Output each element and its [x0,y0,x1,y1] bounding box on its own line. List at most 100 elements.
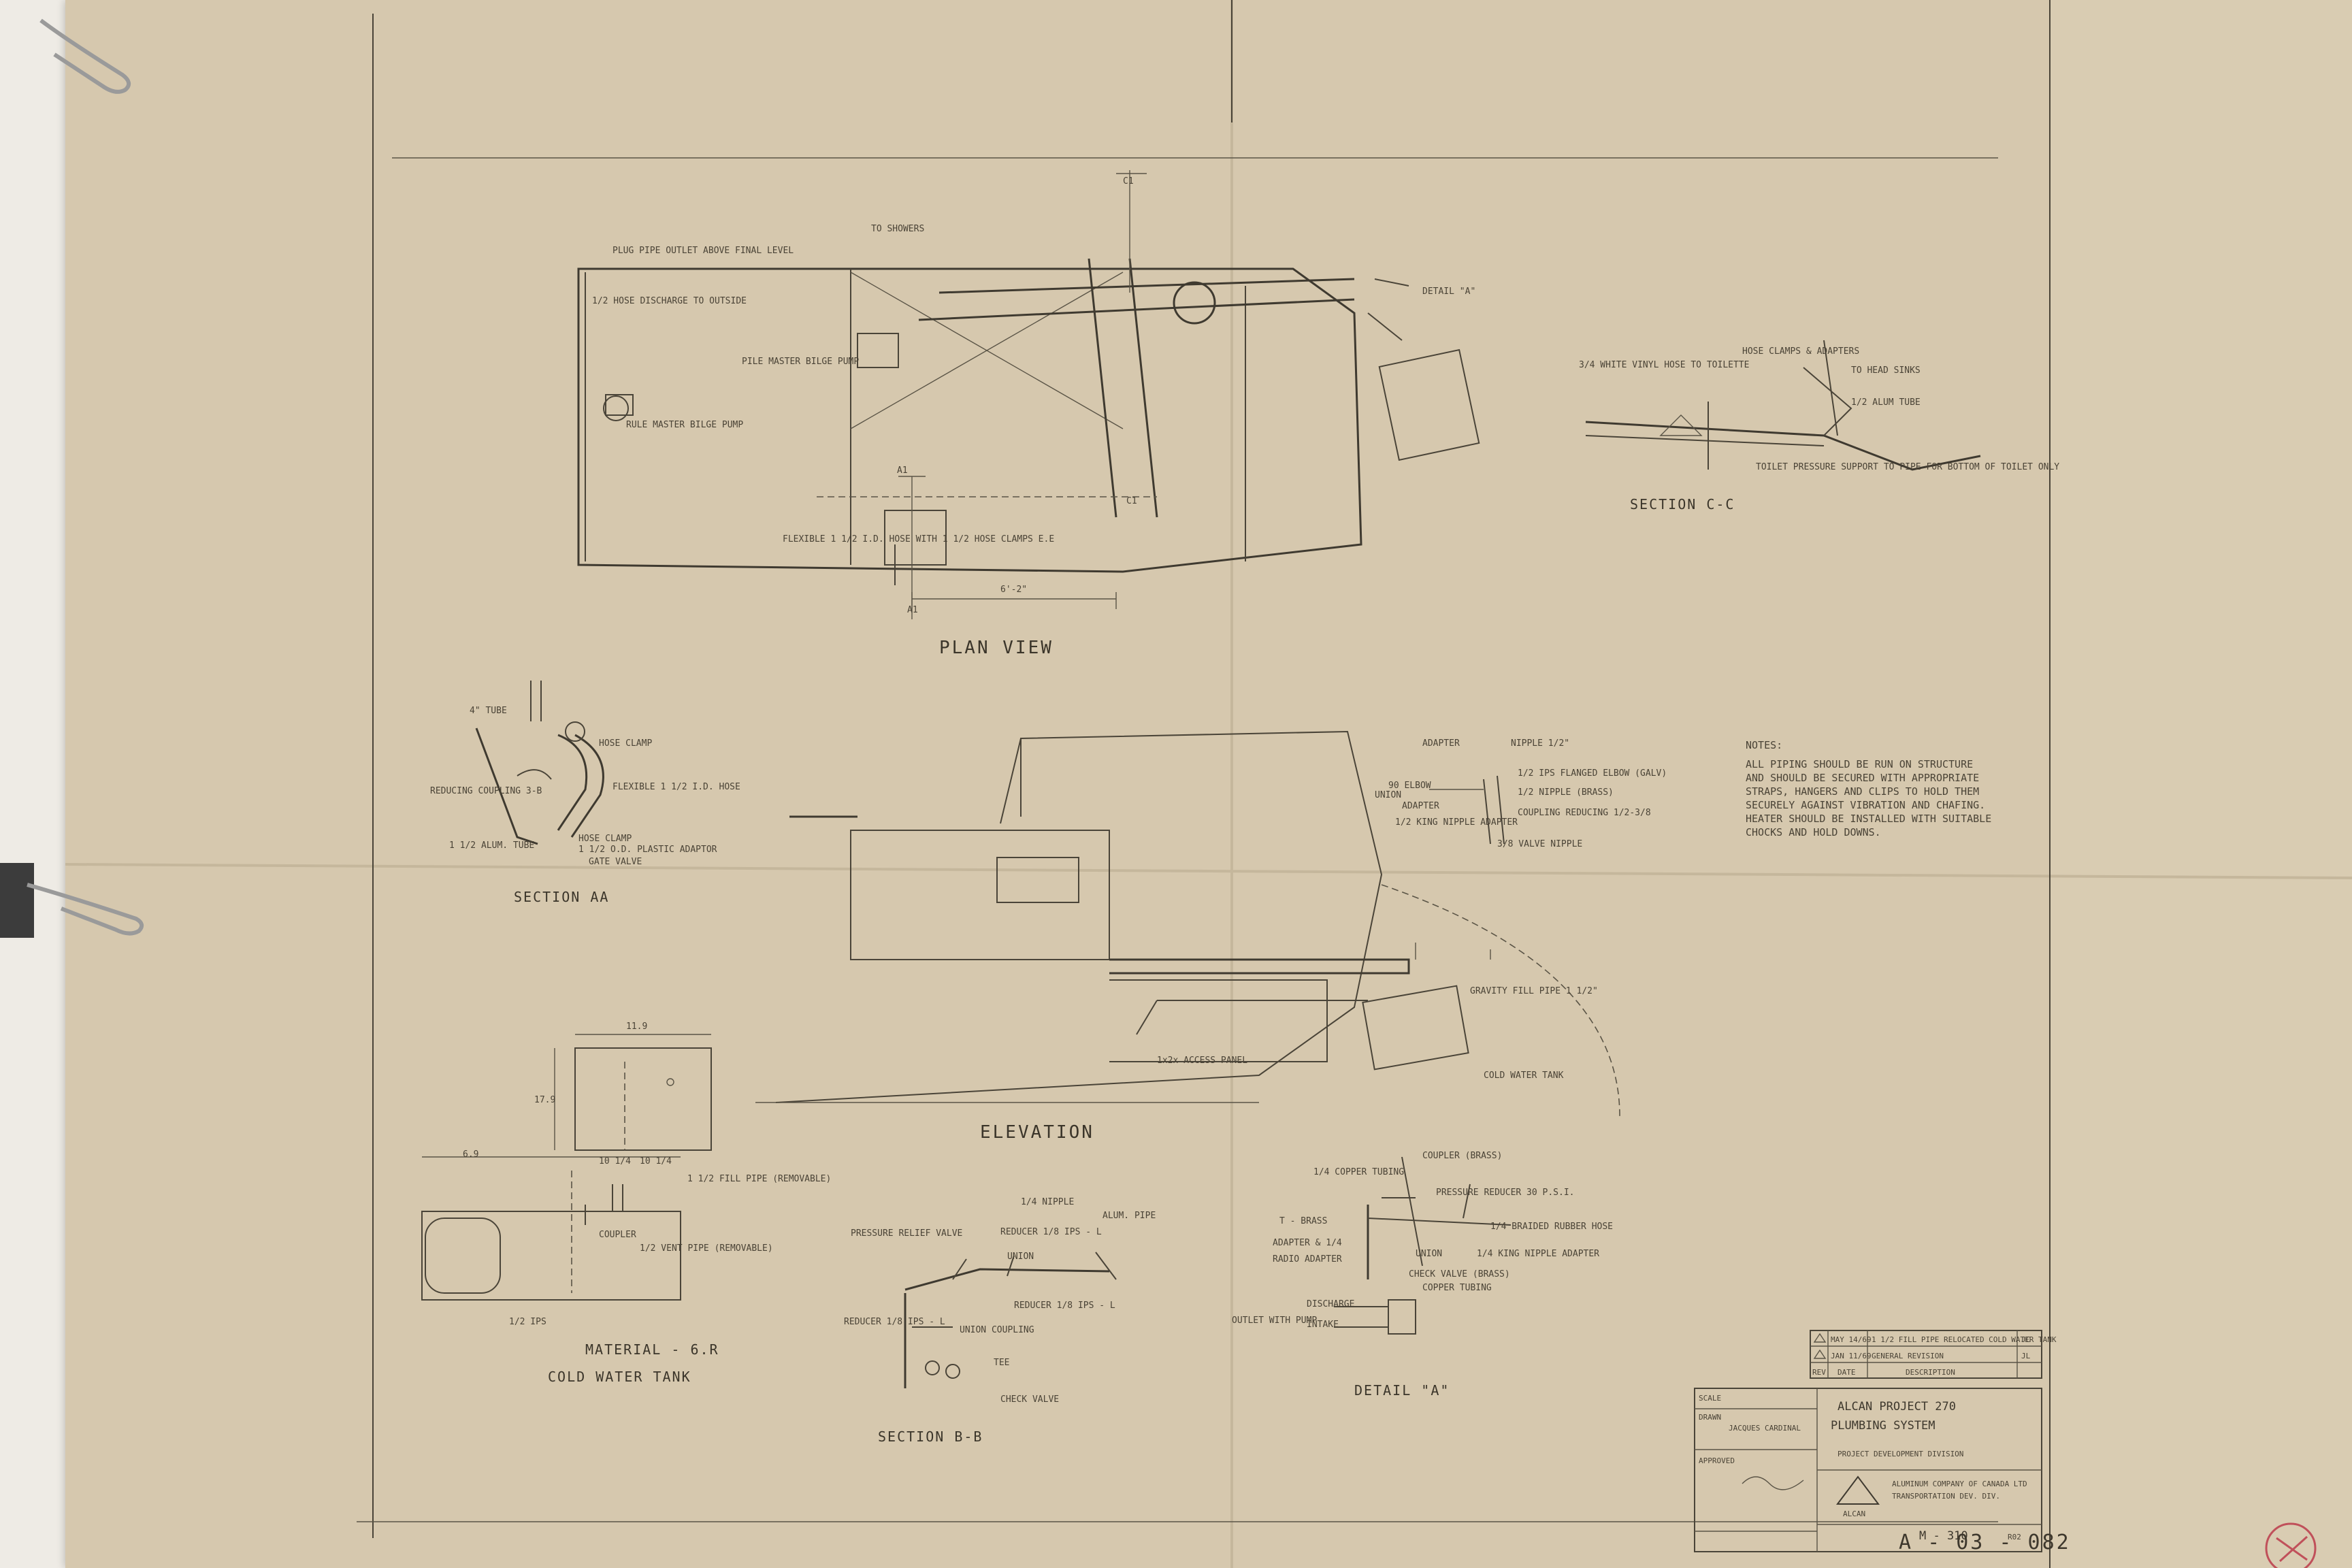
detail-label-king: 1/4 KING NIPPLE ADAPTER [1477,1249,1599,1259]
tank-dim-c: 6.9 [463,1149,478,1160]
tb-sheet-rev: R02 [2008,1533,2021,1541]
tb-drawn-label: DRAWN [1699,1413,1721,1422]
tb-company: ALUMINUM COMPANY OF CANADA LTD [1892,1480,2027,1488]
elev-label-adapter: ADAPTER [1422,738,1460,749]
note-line: HEATER SHOULD BE INSTALLED WITH SUITABLE [1746,813,1991,825]
bb-label-check: CHECK VALVE [1000,1394,1059,1405]
tb-division: PROJECT DEVELOPMENT DIVISION [1838,1450,1963,1458]
elevation-title: ELEVATION [980,1122,1094,1143]
elev-label-nipple-brass: 1/2 NIPPLE (BRASS) [1518,787,1614,798]
elev-label-elbow: 90 ELBOW [1388,781,1431,791]
tank-label-ips: 1/2 IPS [509,1317,546,1327]
plan-view-title: PLAN VIEW [939,638,1054,658]
paper-clip-top-icon [39,18,131,94]
rev-desc: GENERAL REVISION [1872,1352,1944,1360]
detail-label-discharge: DISCHARGE [1307,1299,1354,1309]
alcan-logo-icon: ALCAN [1836,1475,1880,1518]
plan-view: A1 A1 C1 C1 6'-2" TO SHOWERS PLUG PIPE O… [577,170,1480,658]
bb-label-nipple: 1/4 NIPPLE [1021,1197,1074,1207]
bb-label-relief: PRESSURE RELIEF VALVE [851,1228,962,1239]
plan-label-hose-discharge: 1/2 HOSE DISCHARGE TO OUTSIDE [592,296,747,306]
note-line: CHOCKS AND HOLD DOWNS. [1746,826,1881,838]
cc-label-hose: 3/4 WHITE VINYL HOSE TO TOILETTE [1579,360,1749,370]
tank-material: MATERIAL - 6.R [585,1341,719,1358]
folded-sheet-panel [2050,0,2352,1568]
rev-header-rev: REV [1812,1368,1826,1377]
rev-header-date: DATE [1838,1368,1856,1377]
aa-label-hose-clamp-2: HOSE CLAMP [578,834,632,844]
detail-label-union: UNION [1416,1249,1442,1259]
detail-label-check: CHECK VALVE (BRASS) [1409,1269,1510,1279]
plan-label-showers: TO SHOWERS [871,224,924,234]
section-aa: 4" TUBE HOSE CLAMP FLEXIBLE 1 1/2 I.D. H… [430,681,740,905]
elev-label-gravity: GRAVITY FILL PIPE 1 1/2" [1470,986,1598,996]
desk-surface-left [0,0,65,1568]
detail-label-coupler: COUPLER (BRASS) [1422,1151,1502,1161]
aa-label-tube-top: 4" TUBE [470,706,507,716]
tb-scale-label: SCALE [1699,1394,1721,1403]
section-bb: PRESSURE RELIEF VALVE REDUCER 1/8 IPS - … [844,1197,1156,1445]
bb-label-union: UNION [1007,1252,1034,1262]
detail-a-title: DETAIL "A" [1354,1382,1450,1399]
section-cc: 3/4 WHITE VINYL HOSE TO TOILETTE HOSE CL… [1579,340,2059,512]
bb-label-reducer-3: REDUCER 1/8 IPS - L [844,1317,945,1327]
rev-by: JL [2021,1352,2031,1360]
detail-label-copper: 1/4 COPPER TUBING [1313,1167,1404,1177]
section-aa-title: SECTION AA [514,889,609,905]
tank-label-fill-pipe: 1 1/2 FILL PIPE (REMOVABLE) [687,1174,831,1184]
aa-label-reducing: REDUCING COUPLING 3-B [430,786,542,796]
detail-label-copper-2: COPPER TUBING [1422,1283,1492,1293]
elev-label-cold-water: COLD WATER TANK [1484,1071,1564,1081]
rev-date: MAY 14/69 [1831,1335,1872,1344]
tank-title: COLD WATER TANK [548,1369,691,1385]
plan-c1-top: C1 [1123,176,1134,186]
plan-label-bilge-pump-1: PILE MASTER BILGE PUMP [742,357,859,367]
tank-dim-top: 11.9 [626,1022,647,1032]
clip-shadow [0,863,34,938]
note-line: ALL PIPING SHOULD BE RUN ON STRUCTURE [1746,758,1973,770]
tb-company-sub: TRANSPORTATION DEV. DIV. [1892,1492,2000,1501]
bb-label-alum: ALUM. PIPE [1102,1211,1156,1221]
paper-clip-bottom-icon [27,883,144,936]
elevation: ADAPTER NIPPLE 1/2" UNION 90 ELBOW ADAPT… [755,730,1667,1143]
bb-label-tee: TEE [994,1358,1009,1368]
rev-date: JAN 11/69 [1831,1352,1872,1360]
bb-label-reducer: REDUCER 1/8 IPS - L [1000,1227,1102,1237]
cc-label-head-sink: TO HEAD SINKS [1851,365,1921,376]
plan-label-detail-ref: DETAIL "A" [1422,287,1475,297]
elev-label-hose-nipple: 1/2 KING NIPPLE ADAPTER [1395,817,1518,828]
tank-dim-left: 17.9 [534,1095,555,1105]
notes-heading: NOTES: [1746,739,1782,751]
detail-label-radio: RADIO ADAPTER [1273,1254,1342,1264]
logo-text: ALCAN [1843,1509,1865,1518]
plan-a1-bottom: A1 [907,605,918,615]
plan-dimension: 6'-2" [1000,585,1027,595]
bb-label-coupling: UNION COUPLING [960,1325,1034,1335]
red-stamp-mark [2265,1522,2317,1568]
cc-label-tube: 1/2 ALUM TUBE [1851,397,1921,408]
rev-desc: 1 1/2 FILL PIPE RELOCATED COLD WATER TAN… [1872,1335,2057,1344]
detail-label-outlet: OUTLET WITH PUMP [1232,1316,1317,1326]
plan-label-flexible-hose: FLEXIBLE 1 1/2 I.D. HOSE WITH 1 1/2 HOSE… [783,534,1054,544]
tb-drawing-number: M - 310 [1919,1529,1968,1543]
detail-a: COUPLER (BRASS) 1/4 COPPER TUBING PRESSU… [1232,1151,1613,1399]
detail-label-reducer: PRESSURE REDUCER 30 P.S.I. [1436,1188,1575,1198]
plan-label-bilge-pump-2: RULE MASTER BILGE PUMP [626,420,743,430]
tank-dim-a: 10 1/4 [599,1156,631,1166]
cold-water-tank: 1 1/2 FILL PIPE (REMOVABLE) 1/2 VENT PIP… [421,1022,831,1385]
note-line: SECURELY AGAINST VIBRATION AND CHAFING. [1746,799,1985,811]
elev-label-adapter-2: ADAPTER [1402,801,1439,811]
aa-label-hose-clamp: HOSE CLAMP [599,738,652,749]
rev-header-desc: DESCRIPTION [1906,1368,1955,1377]
elev-label-union: UNION [1375,790,1401,800]
tank-label-coupler: COUPLER [599,1230,636,1240]
plan-label-bilge-outlet: PLUG PIPE OUTLET ABOVE FINAL LEVEL [612,246,794,256]
approval-signature [1742,1476,1804,1490]
detail-label-rubber: 1/4 BRAIDED RUBBER HOSE [1490,1222,1613,1232]
note-line: STRAPS, HANGERS AND CLIPS TO HOLD THEM [1746,785,1979,798]
aa-label-adaptor: 1 1/2 O.D. PLASTIC ADAPTOR [578,845,717,855]
detail-label-adapter: ADAPTER & 1/4 [1273,1238,1342,1248]
aa-label-flexible: FLEXIBLE 1 1/2 I.D. HOSE [612,782,740,792]
elev-label-nipple: NIPPLE 1/2" [1511,738,1569,749]
bb-label-reducer-2: REDUCER 1/8 IPS - L [1014,1301,1115,1311]
